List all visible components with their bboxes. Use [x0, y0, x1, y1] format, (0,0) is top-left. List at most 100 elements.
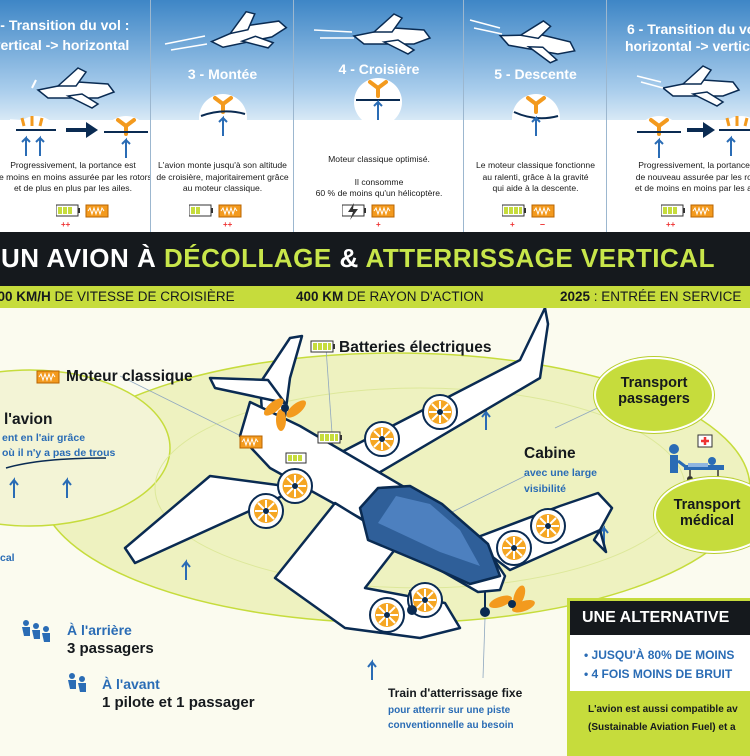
- rotor-icon: [496, 530, 532, 566]
- label-rear: À l'arrière: [67, 622, 132, 638]
- label-gear-sub2: conventionnelle au besoin: [388, 720, 514, 731]
- engine-icon: [371, 204, 395, 218]
- phase-title: 2 - Transition du vol :: [0, 17, 130, 33]
- battery-icon: [189, 204, 213, 217]
- engine-icon: [218, 204, 242, 218]
- phase-title: 3 - Montée: [187, 66, 258, 82]
- passenger-seats-icon: [22, 620, 50, 642]
- phase-title-line2: horizontal -> vertical: [625, 38, 750, 54]
- energy-indicators: +: [342, 203, 395, 229]
- stabilizer: [208, 376, 287, 405]
- phase-cruise: 4 - Croisière Moteur classique optimisé.…: [293, 0, 464, 232]
- title-banner: UN AVION À DÉCOLLAGE & ATTERRISSAGE VERT…: [0, 232, 750, 286]
- winglet: [592, 528, 608, 554]
- svg-text:++: ++: [223, 220, 233, 229]
- label-cabin: Cabine: [524, 445, 576, 462]
- rotor-icon: [364, 421, 400, 457]
- rotor-icon: [530, 508, 566, 544]
- label-front-passengers: 1 pilote et 1 passager: [102, 694, 255, 711]
- rotor-lift-icon: [12, 116, 60, 164]
- bubble-transport-passagers: Transport passagers: [594, 357, 714, 433]
- rotor-icon: [369, 597, 405, 633]
- alternative-item: • JUSQU'À 80% DE MOINS: [584, 648, 735, 662]
- alternative-title: UNE ALTERNATIVE: [570, 601, 750, 635]
- svg-text:+: +: [376, 220, 381, 229]
- pilot-seats-icon: [68, 673, 86, 692]
- label-landing-gear: Train d'atterrissage fixe: [388, 686, 523, 700]
- plane-icon: [31, 67, 116, 109]
- stat-range: 400 KM DE RAYON D'ACTION: [296, 289, 484, 304]
- rotor-icon: [422, 394, 458, 430]
- stat-service: 2025 : ENTRÉE EN SERVICE: [560, 289, 742, 304]
- phase-illustration: [9, 67, 150, 164]
- label-cabin-sub2: visibilité: [524, 483, 567, 495]
- energy-indicators: ++: [56, 204, 109, 229]
- alternative-box: UNE ALTERNATIVE • JUSQU'À 80% DE MOINS •…: [567, 598, 750, 756]
- engine-icon: [36, 370, 60, 384]
- battery-icon: [56, 204, 80, 217]
- svg-text:++: ++: [666, 220, 676, 229]
- banner-title: UN AVION À DÉCOLLAGE & ATTERRISSAGE VERT…: [1, 243, 715, 273]
- label-engine: Moteur classique: [66, 368, 193, 385]
- plane-icon: [209, 10, 288, 49]
- label-cabin-sub1: avec une large: [524, 467, 597, 479]
- label-rear-passengers: 3 passagers: [67, 640, 154, 657]
- battery-icon: [317, 431, 342, 444]
- battery-icon: [502, 204, 526, 217]
- lightning-battery-icon: [342, 203, 366, 220]
- label-wing-sub1: ent en l'air grâce: [2, 432, 86, 444]
- svg-text:–: –: [540, 219, 545, 229]
- propeller-lift-icon: [635, 116, 683, 164]
- label-batteries: Batteries électriques: [339, 339, 492, 356]
- stat-speed: 300 KM/H DE VITESSE DE CROISIÈRE: [0, 289, 235, 304]
- engine-icon: [690, 204, 714, 218]
- svg-text:++: ++: [61, 220, 71, 229]
- propeller-icon: [489, 585, 535, 613]
- svg-text:+: +: [510, 220, 515, 229]
- engine-icon: [85, 204, 109, 218]
- flight-phases: 2 - Transition du vol : vertical -> hori…: [0, 0, 750, 232]
- rotor-icon: [277, 468, 313, 504]
- energy-indicators: ++: [189, 204, 242, 229]
- landing-gear: [407, 589, 490, 617]
- alternative-footer: L'avion est aussi compatible av (Sustain…: [570, 691, 750, 753]
- phase-illustration: [469, 19, 576, 142]
- phase-descent: 5 - Descente Le moteur classique fonctio…: [463, 0, 607, 232]
- battery-icon: [310, 340, 335, 353]
- phase-title: 4 - Croisière: [338, 61, 420, 77]
- propeller-lift-icon: [102, 116, 150, 164]
- leader-lines: [119, 347, 609, 679]
- phase-transition-horizontal-vertical: 6 - Transition du vol : horizontal -> ve…: [606, 0, 750, 232]
- phase-title: 5 - Descente: [494, 66, 577, 82]
- rotor-lift-icon: [717, 116, 750, 164]
- plane-icon: [352, 13, 432, 55]
- aircraft-diagram: [0, 308, 750, 692]
- plane-icon: [498, 20, 576, 64]
- engine-icon: [531, 204, 555, 218]
- phase-illustration: [164, 10, 288, 142]
- plane-icon: [661, 65, 741, 107]
- medical-stretcher-icon: [669, 434, 724, 482]
- propeller-lift-icon: [512, 94, 560, 142]
- bubble-transport-medical: Transport médical: [654, 477, 750, 553]
- energy-indicators: ++: [661, 204, 714, 229]
- battery-icon: [661, 204, 685, 217]
- energy-indicators: + –: [502, 204, 555, 229]
- label-gear-sub1: pour atterrir sur une piste: [388, 705, 511, 716]
- stats-bar: 300 KM/H DE VITESSE DE CROISIÈRE 400 KM …: [0, 286, 750, 308]
- alternative-item: • 4 FOIS MOINS DE BRUIT: [584, 667, 733, 681]
- ground-ellipse-left: [0, 369, 171, 527]
- phase-illustration: [313, 13, 432, 126]
- propeller-lift-icon: [354, 78, 402, 126]
- propeller-icon: [263, 398, 307, 431]
- engine-icon: [239, 435, 263, 449]
- label-wing-title: l'avion: [4, 411, 53, 428]
- phase-transition-vertical-horizontal: 2 - Transition du vol : vertical -> hori…: [0, 0, 150, 232]
- propeller-lift-icon: [199, 94, 247, 142]
- battery-icon: [285, 452, 307, 464]
- phase-climb: 3 - Montée L'avion monte jusqu'à son alt…: [150, 0, 294, 232]
